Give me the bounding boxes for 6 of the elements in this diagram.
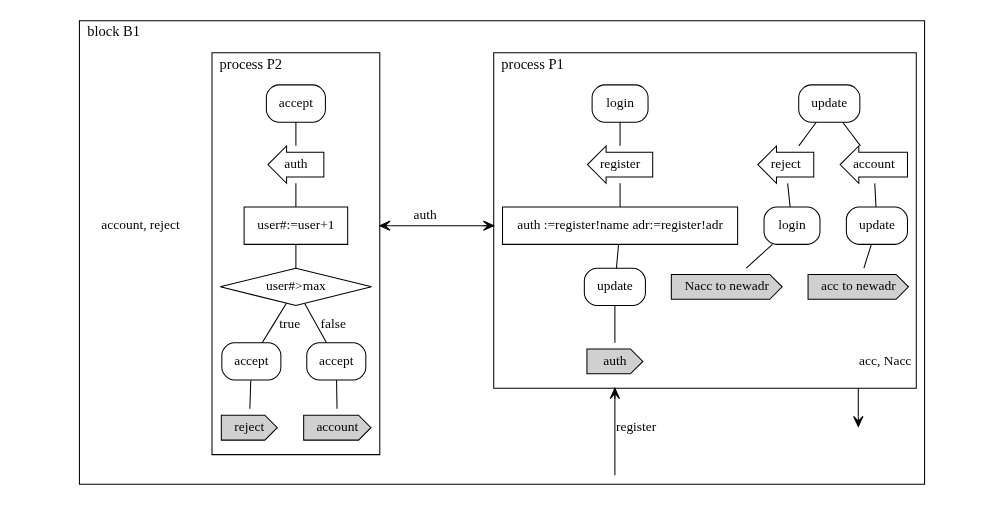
edge-label: acc, Nacc (859, 352, 912, 368)
label: account, reject (101, 217, 180, 233)
edge-label: auth (413, 206, 437, 222)
edge-label: true (279, 315, 301, 331)
edge-label: register (615, 419, 657, 435)
edge-label: false (320, 315, 346, 331)
